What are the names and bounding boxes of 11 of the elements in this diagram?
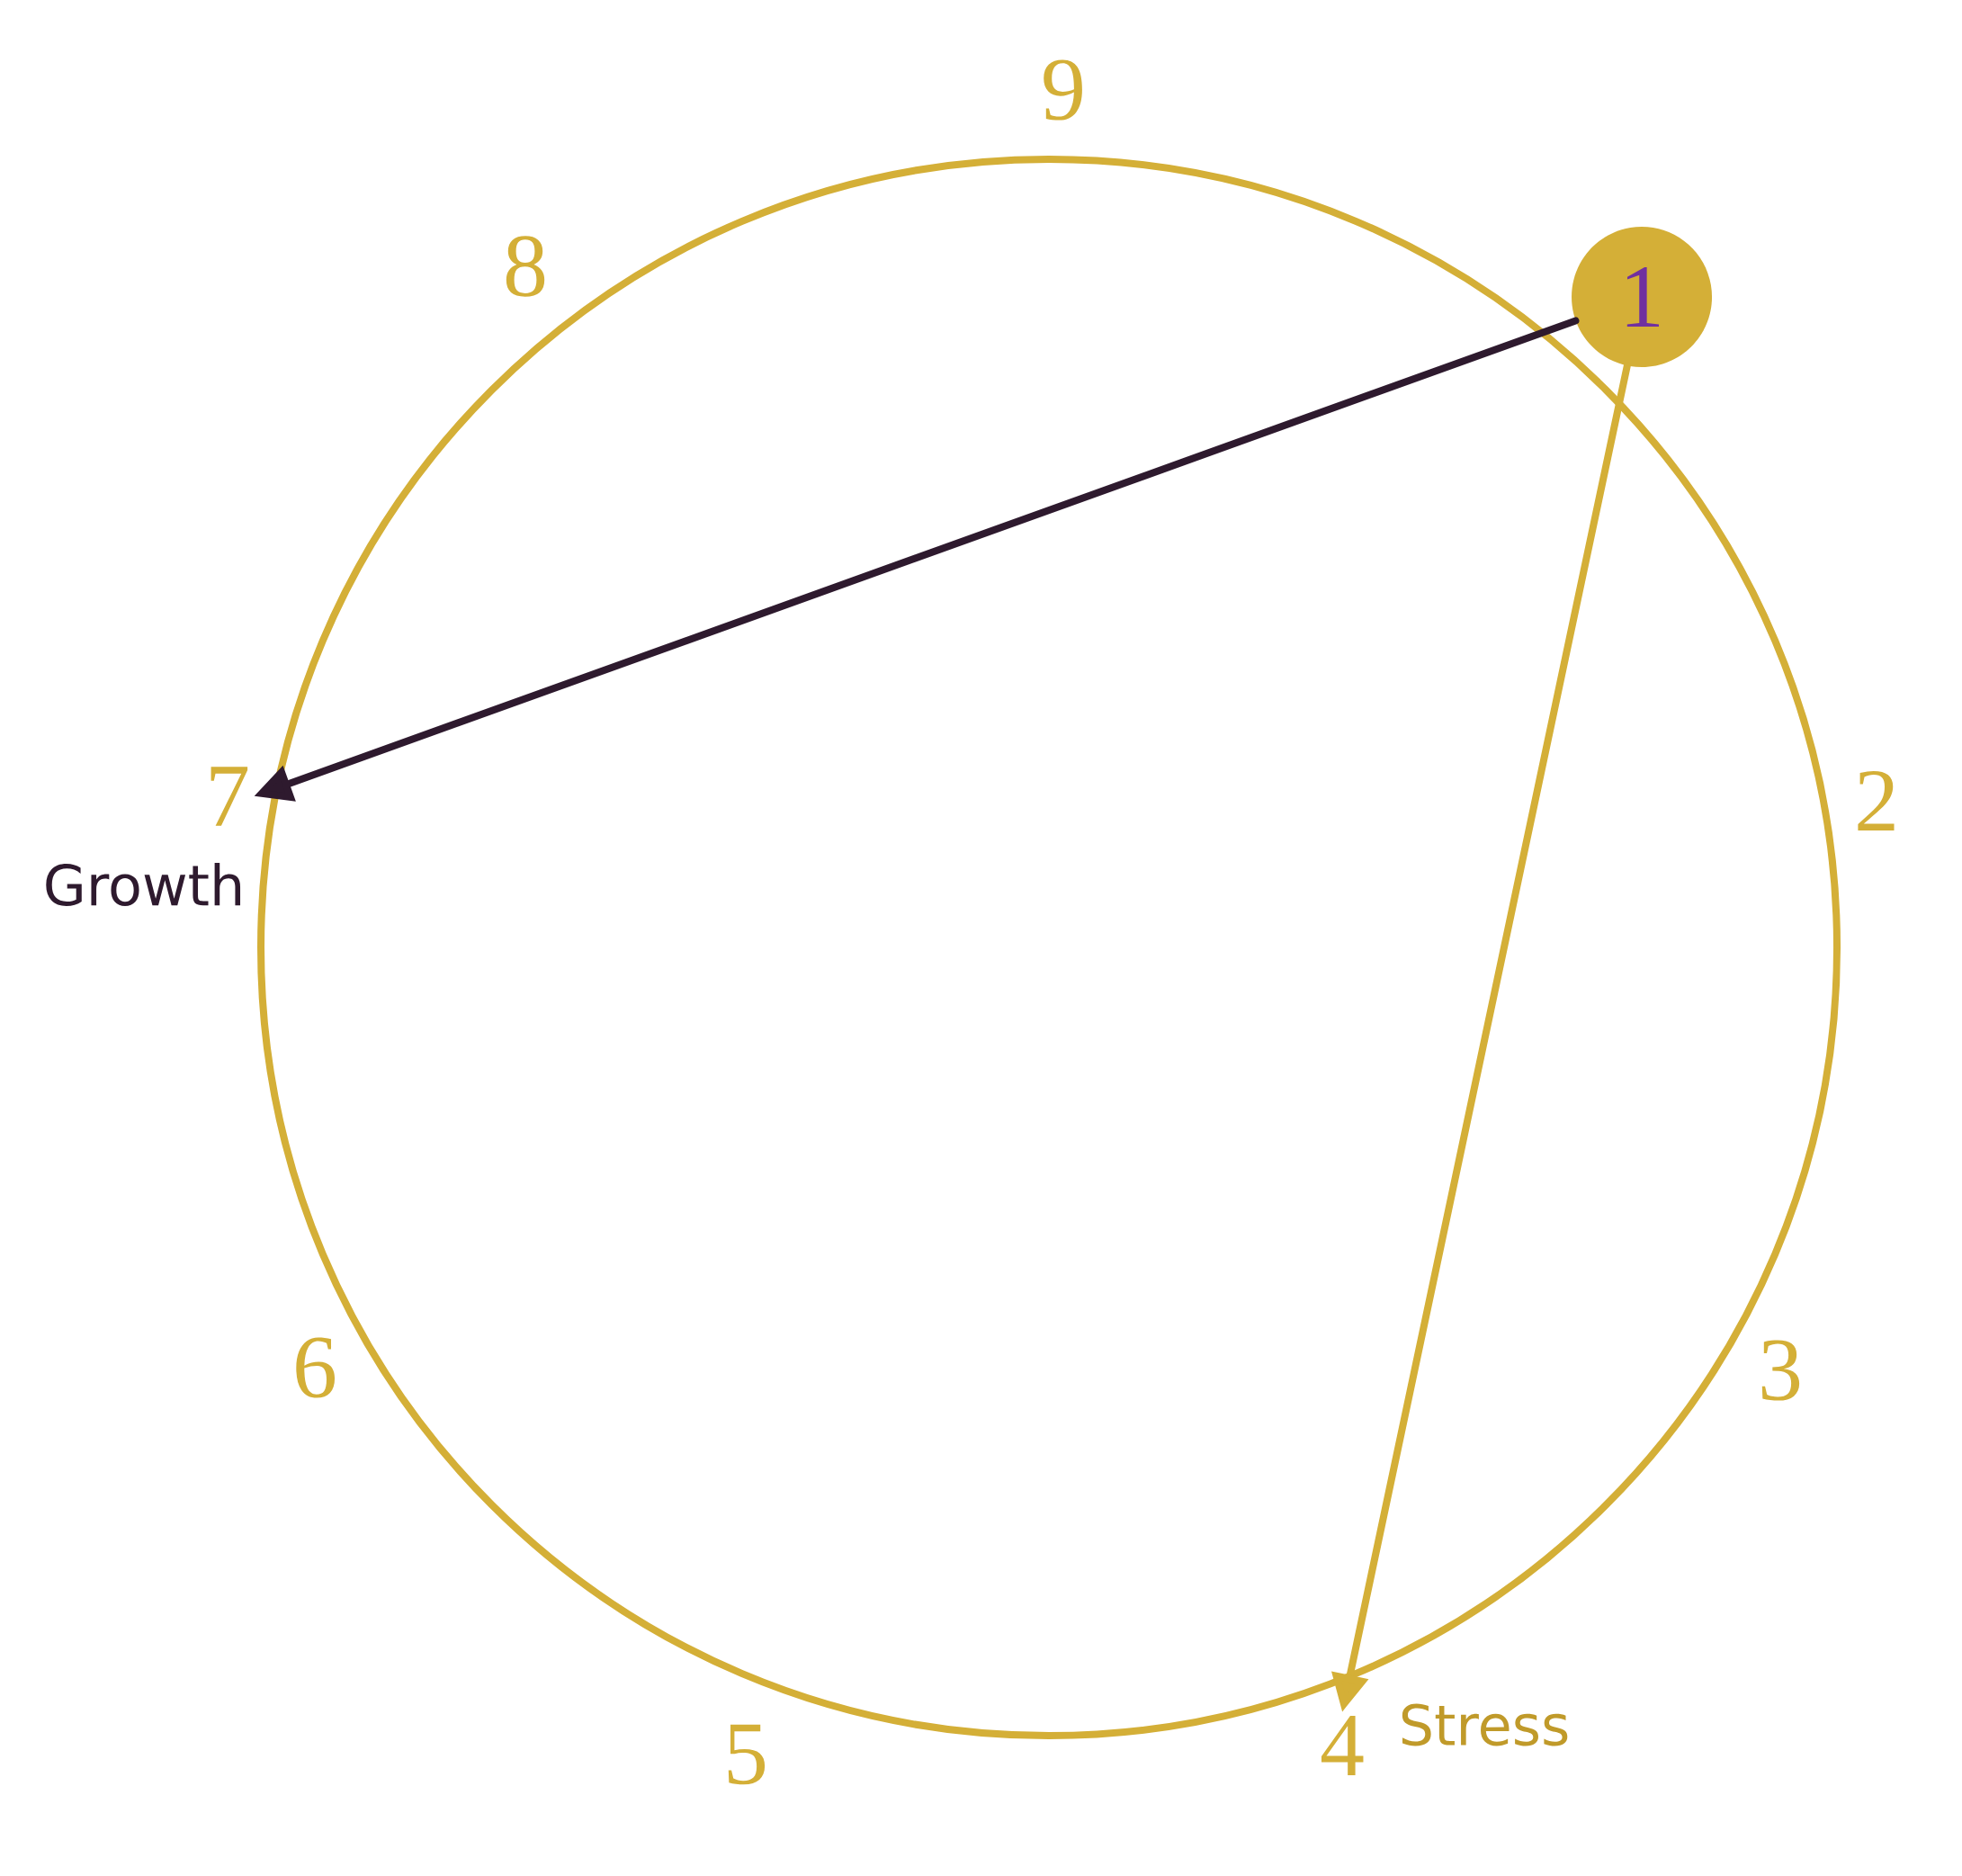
number-label: 9 — [1044, 59, 1082, 121]
number-badge: 1 — [1572, 227, 1712, 367]
number-label: 2 — [1858, 770, 1895, 831]
number-label: 4 — [1321, 1716, 1364, 1775]
number-label: 5 — [728, 1724, 766, 1785]
number-label: 6 — [296, 1337, 335, 1398]
number-label: 7 — [211, 767, 248, 826]
edge-label: Growth — [46, 863, 240, 906]
edge-label: Stress — [1402, 1703, 1568, 1746]
number-label: 3 — [1761, 1340, 1800, 1401]
number-label: 8 — [506, 236, 545, 297]
